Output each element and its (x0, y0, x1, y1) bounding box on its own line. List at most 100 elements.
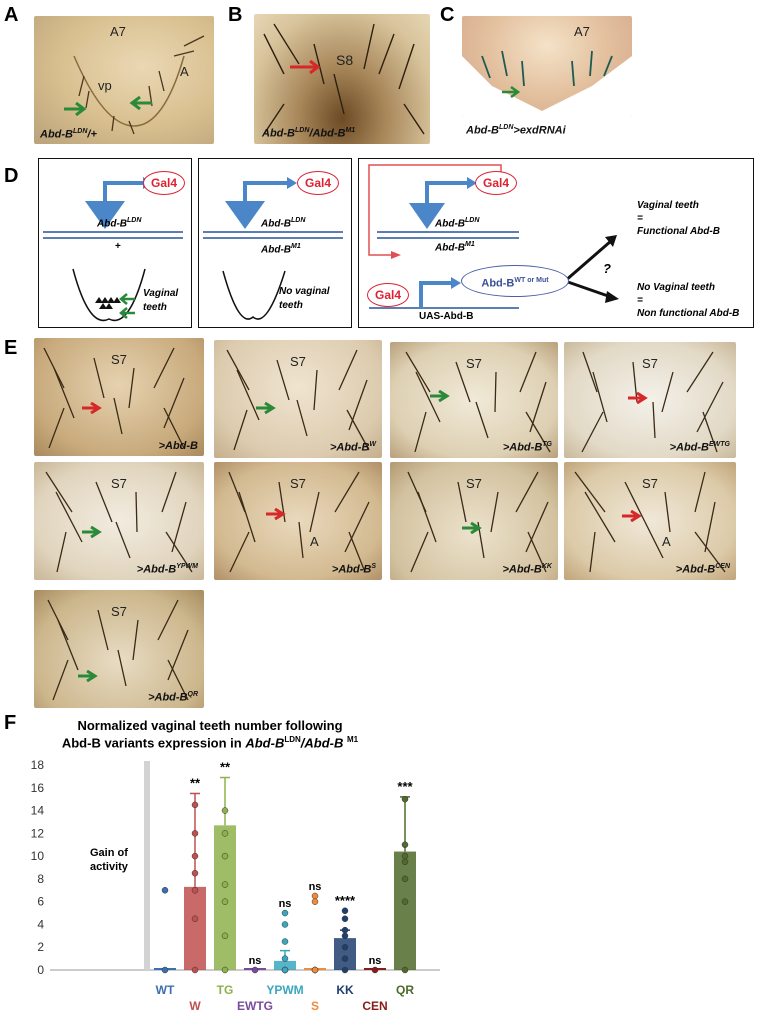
data-point (401, 898, 409, 905)
data-point (341, 943, 349, 951)
red-arrow-icon (622, 510, 642, 522)
bristles (45, 471, 193, 573)
bristle (135, 491, 138, 533)
category-label-w: W (189, 999, 201, 1011)
category-label-cen: CEN (362, 999, 387, 1011)
data-point (191, 830, 199, 837)
segment-label: S7 (111, 476, 127, 491)
data-point (341, 932, 349, 940)
bristle (113, 397, 123, 435)
category-label-qr: QR (396, 983, 414, 997)
segment-label-a: A (662, 534, 671, 549)
label-a: A (180, 64, 189, 79)
data-point (311, 892, 319, 900)
bristle (296, 399, 308, 437)
bristle (56, 531, 67, 573)
bristle (525, 501, 549, 553)
red-arrow-icon (628, 392, 648, 404)
y-tick-label: 8 (37, 872, 44, 886)
data-point (221, 966, 229, 974)
data-point (281, 966, 289, 974)
red-arrow-icon (82, 402, 102, 414)
green-arrow-icon (78, 670, 98, 682)
bristle (592, 371, 608, 423)
bristle (57, 619, 79, 671)
data-point (341, 926, 349, 934)
category-label-wt: WT (156, 983, 175, 997)
genotype-caption: >Abd-BEWTG (669, 441, 730, 454)
significance-label: ns (249, 955, 262, 967)
significance-label: ns (309, 881, 322, 893)
green-arrow-icon (462, 522, 482, 534)
panel-label-c: C (440, 4, 455, 26)
bristle (161, 471, 177, 513)
data-point (221, 898, 229, 905)
bristle (338, 349, 358, 391)
bristles-c (462, 50, 632, 116)
panel-e-micrograph-ypwm: S7>Abd-BYPWM (34, 462, 204, 580)
bristle (153, 347, 175, 389)
bristle (115, 521, 131, 559)
chart-title-line1: Normalized vaginal teeth number followin… (77, 718, 343, 733)
bristle (97, 609, 109, 651)
category-label-ypwm: YPWM (266, 983, 303, 997)
bristles (43, 347, 185, 449)
bristle (527, 531, 547, 573)
bristles (226, 349, 370, 451)
bristle (93, 357, 105, 399)
bristle (694, 531, 726, 573)
gal4-label: Gal4 (143, 171, 185, 195)
bristle (686, 351, 714, 393)
data-point (191, 966, 199, 974)
panel-b-micrograph: S8 Abd-BLDN/Abd-BM1 (254, 14, 430, 144)
data-point (281, 909, 289, 917)
genotype-caption: >Abd-BKK (502, 563, 552, 576)
category-label-ewtg: EWTG (237, 999, 273, 1011)
bristle (309, 491, 320, 533)
bristle (132, 619, 139, 661)
segment-label: S7 (466, 356, 482, 371)
bristles-a (73, 35, 205, 135)
category-label-s: S (311, 999, 319, 1011)
bristle (52, 659, 69, 701)
panel-e-micrograph-w: S7>Abd-BW (214, 340, 382, 458)
panel-c-micrograph: A7 (462, 16, 632, 116)
panel-c-caption: Abd-BLDN>exdRNAi (466, 124, 566, 137)
bristle (238, 491, 256, 543)
bristle (525, 411, 551, 453)
diagram-box-wildtype: Gal4 Abd-BLDN + Vaginal teeth (38, 158, 192, 328)
bristle (53, 367, 75, 419)
genotype-caption: >Abd-BTG (502, 441, 552, 454)
data-point (341, 915, 349, 922)
green-arrow-icon (430, 390, 450, 402)
genotype-caption: >Abd-BCEN (675, 563, 730, 576)
bristle (163, 407, 185, 449)
uas-label: UAS-Abd-B (419, 311, 474, 322)
bristle (167, 659, 189, 701)
segment-label: S7 (290, 354, 306, 369)
data-point (341, 955, 349, 962)
allele-ldn: Abd-BLDN (435, 217, 480, 230)
y-tick-label: 16 (31, 781, 45, 795)
bristle (55, 491, 83, 543)
y-tick-label: 2 (37, 940, 44, 954)
y-tick-label: 14 (31, 804, 45, 818)
bristle (694, 471, 706, 513)
panel-e-micrograph-ewtg: S7>Abd-BEWTG (564, 342, 736, 458)
bristle (344, 501, 370, 553)
category-label-tg: TG (217, 983, 234, 997)
significance-label: *** (397, 779, 413, 794)
significance-label: **** (335, 893, 356, 908)
plus-allele: + (115, 241, 121, 252)
significance-label: ns (369, 955, 382, 967)
bristle (415, 371, 441, 423)
data-point (281, 938, 289, 945)
bristle (417, 491, 437, 543)
green-arrow-icon (256, 402, 276, 414)
question-mark: ? (603, 261, 611, 276)
bristle (582, 351, 598, 393)
green-arrow-icon (129, 96, 152, 110)
allele-m1: Abd-BM1 (261, 243, 301, 256)
bristle (236, 369, 260, 421)
